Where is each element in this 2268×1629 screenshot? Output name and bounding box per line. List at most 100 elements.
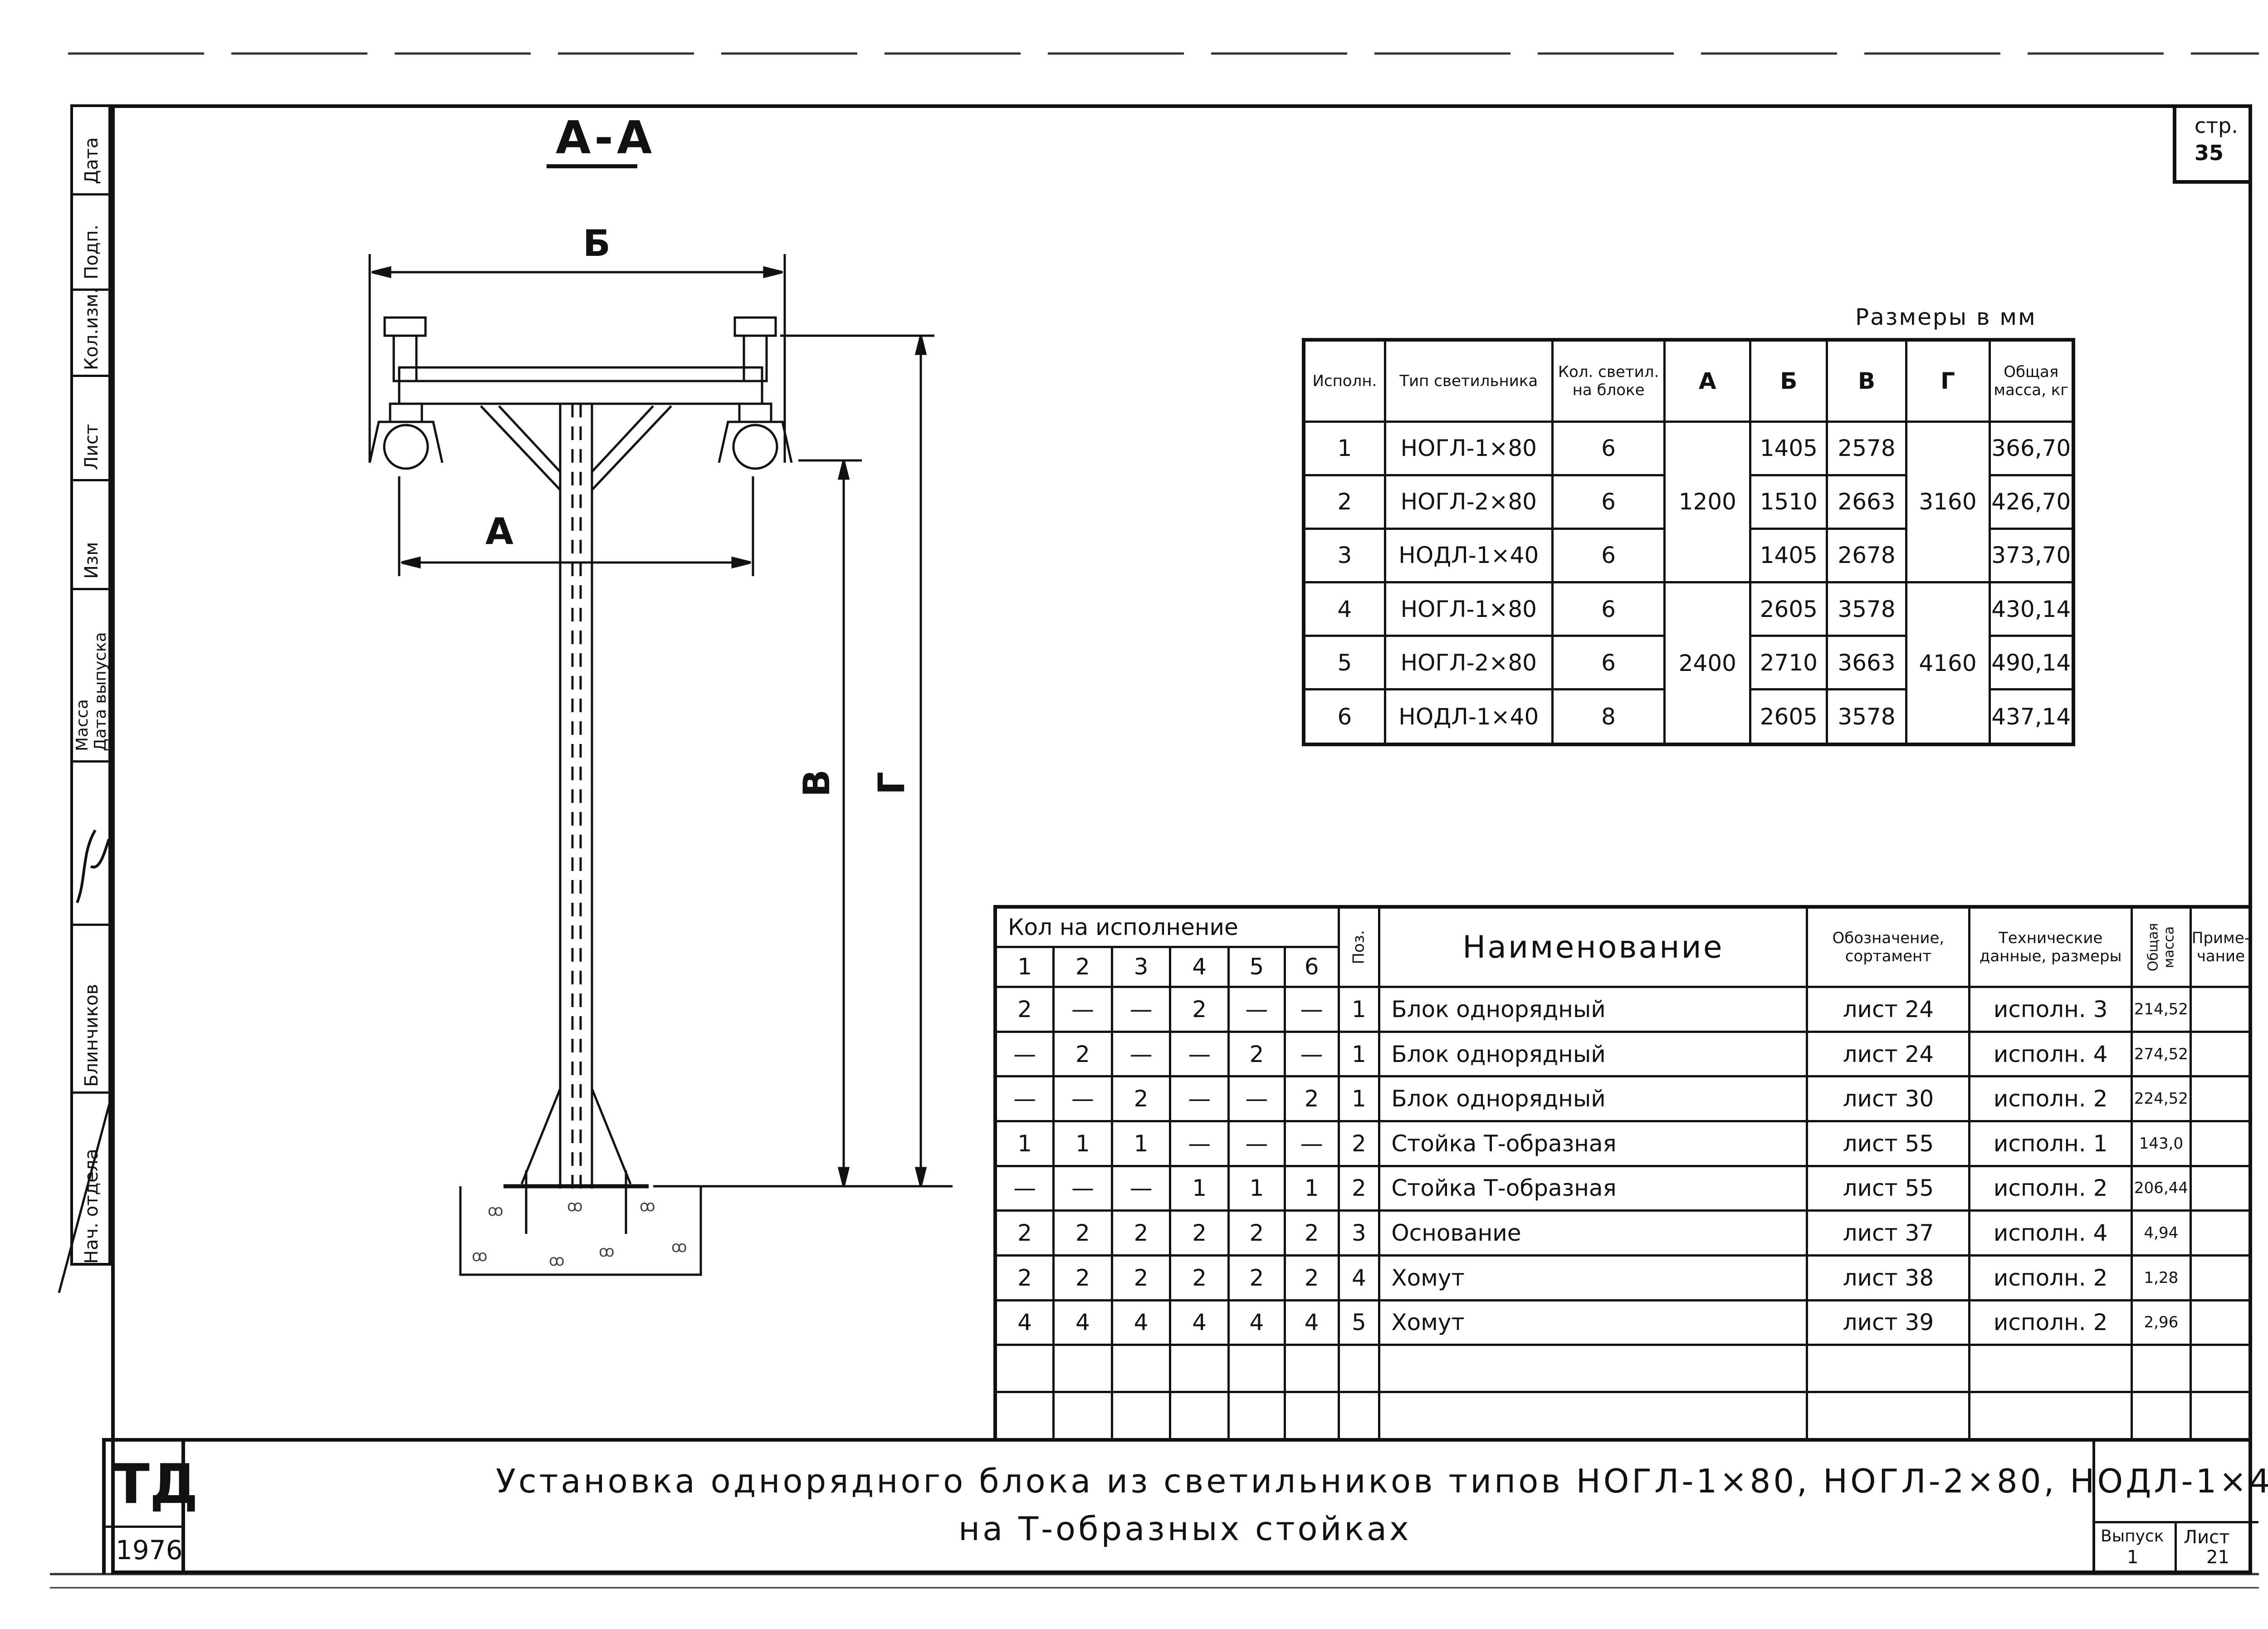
spec-qty-4: —: [1169, 1030, 1230, 1078]
spec-qty-6: —: [1283, 986, 1340, 1033]
spec-qty-6: 1: [1283, 1164, 1340, 1212]
svg-text:ꝏ: ꝏ: [488, 1202, 503, 1220]
spec-col-6: 6: [1283, 945, 1340, 988]
spec-header-name: Наименование: [1378, 905, 1809, 988]
spec-qty-5: 1: [1227, 1164, 1286, 1212]
spec-qty-2: 1: [1052, 1120, 1113, 1167]
spec-tech: исполн. 1: [1968, 1120, 2133, 1167]
signature-mark: [76, 829, 110, 904]
spec-qty-4: 2: [1169, 1209, 1230, 1257]
spec-poz: 1: [1337, 1030, 1381, 1078]
spec-name: Стойка Т-образная: [1378, 1164, 1809, 1212]
side-stamp: Дата Подп. Кол.изм. Лист Изм Дата выпуск…: [70, 104, 111, 1266]
spec-empty-row: [994, 1391, 2253, 1440]
spec-qty-2: 4: [1052, 1299, 1113, 1346]
diagonal-mark: [58, 1089, 115, 1293]
list-value: 21: [2206, 1547, 2229, 1568]
svg-text:ꝏ: ꝏ: [599, 1243, 615, 1261]
dim-row-b: 2605: [1749, 581, 1828, 637]
dim-g-label: Г: [870, 772, 913, 795]
release-box: Выпуск 1 Лист 21: [2092, 1442, 2258, 1573]
dim-row-count: 6: [1551, 474, 1666, 530]
spec-header-oboz: Обозначение,сортамент: [1806, 905, 1971, 988]
spec-qty-4: 4: [1169, 1299, 1230, 1346]
spec-oboz: лист 24: [1806, 986, 1971, 1033]
year-label: 1976: [116, 1535, 183, 1565]
spec-tech: исполн. 4: [1968, 1209, 2133, 1257]
sizes-caption: Размеры в мм: [1855, 304, 2037, 330]
spec-qty-4: 2: [1169, 986, 1230, 1033]
dim-row-type: НОГЛ-2×80: [1383, 474, 1554, 530]
spec-qty-6: 4: [1283, 1299, 1340, 1346]
spec-tech: исполн. 2: [1968, 1164, 2133, 1212]
spec-qty-5: 4: [1227, 1299, 1286, 1346]
dim-g-2: 4160: [1905, 581, 1991, 746]
spec-qty-3: —: [1110, 986, 1172, 1033]
header-a: А: [1663, 338, 1752, 423]
spec-qty-1: 2: [994, 1209, 1055, 1257]
spec-poz: 3: [1337, 1209, 1381, 1257]
spec-poz: 1: [1337, 1075, 1381, 1122]
dim-row-mass: 437,14: [1988, 688, 2075, 746]
dim-row-isp: 1: [1302, 420, 1386, 476]
svg-text:ꝏ: ꝏ: [671, 1238, 687, 1256]
dim-a-label: А: [485, 510, 513, 553]
spec-qty-5: 2: [1227, 1209, 1286, 1257]
dim-row-isp: 5: [1302, 635, 1386, 691]
vypusk-value: 1: [2127, 1547, 2139, 1568]
spec-name: Хомут: [1378, 1254, 1809, 1301]
dim-row-mass: 366,70: [1988, 420, 2075, 476]
spec-tech: исполн. 3: [1968, 986, 2133, 1033]
dim-row-mass: 426,70: [1988, 474, 2075, 530]
spec-qty-6: —: [1283, 1030, 1340, 1078]
spec-col-3: 3: [1110, 945, 1172, 988]
dim-row-count: 6: [1551, 581, 1666, 637]
spec-qty-2: —: [1052, 1075, 1113, 1122]
dim-row-b: 2605: [1749, 688, 1828, 746]
dim-row-v: 3578: [1826, 688, 1907, 746]
spec-name: Хомут: [1378, 1299, 1809, 1346]
dim-v-label: В: [795, 769, 838, 797]
dimensions-table: Исполн. Тип светильника Кол. светил. на …: [1302, 338, 2075, 746]
spec-col-5: 5: [1227, 945, 1286, 988]
spec-qty-5: 2: [1227, 1254, 1286, 1301]
dim-row-b: 2710: [1749, 635, 1828, 691]
dim-row-count: 8: [1551, 688, 1666, 746]
dim-a-1: 1200: [1663, 420, 1752, 584]
spec-qty-4: —: [1169, 1075, 1230, 1122]
spec-col-2: 2: [1052, 945, 1113, 988]
dim-row-count: 6: [1551, 527, 1666, 584]
spec-oboz: лист 30: [1806, 1075, 1971, 1122]
spec-tech: исполн. 2: [1968, 1254, 2133, 1301]
header-mass: Общая масса, кг: [1988, 338, 2075, 423]
dim-row-type: НОДЛ-1×40: [1383, 688, 1554, 746]
spec-note: [2189, 1030, 2253, 1078]
dim-b-label: Б: [583, 222, 611, 264]
spec-note: [2189, 1164, 2253, 1212]
spec-qty-1: 4: [994, 1299, 1055, 1346]
dim-row-v: 2663: [1826, 474, 1907, 530]
spec-qty-4: 1: [1169, 1164, 1230, 1212]
spec-qty-6: 2: [1283, 1075, 1340, 1122]
dim-row-type: НОГЛ-1×80: [1383, 420, 1554, 476]
drawing-title-line-2: на Т-образных стойках: [958, 1510, 1412, 1548]
dim-row-type: НОДЛ-1×40: [1383, 527, 1554, 584]
spec-name: Блок однорядный: [1378, 986, 1809, 1033]
dim-row-isp: 3: [1302, 527, 1386, 584]
drawing-title-line-1: Установка однорядного блока из светильни…: [496, 1462, 2268, 1500]
spec-qty-3: 2: [1110, 1254, 1172, 1301]
spec-qty-5: —: [1227, 1075, 1286, 1122]
spec-poz: 4: [1337, 1254, 1381, 1301]
spec-tech: исполн. 2: [1968, 1075, 2133, 1122]
spec-mass: 2,96: [2130, 1299, 2192, 1346]
spec-header-mass: Общая масса: [2130, 905, 2192, 988]
spec-qty-3: 1: [1110, 1120, 1172, 1167]
spec-poz: 2: [1337, 1120, 1381, 1167]
spec-oboz: лист 38: [1806, 1254, 1971, 1301]
spec-qty-3: 2: [1110, 1075, 1172, 1122]
spec-qty-6: 2: [1283, 1254, 1340, 1301]
dim-row-isp: 6: [1302, 688, 1386, 746]
